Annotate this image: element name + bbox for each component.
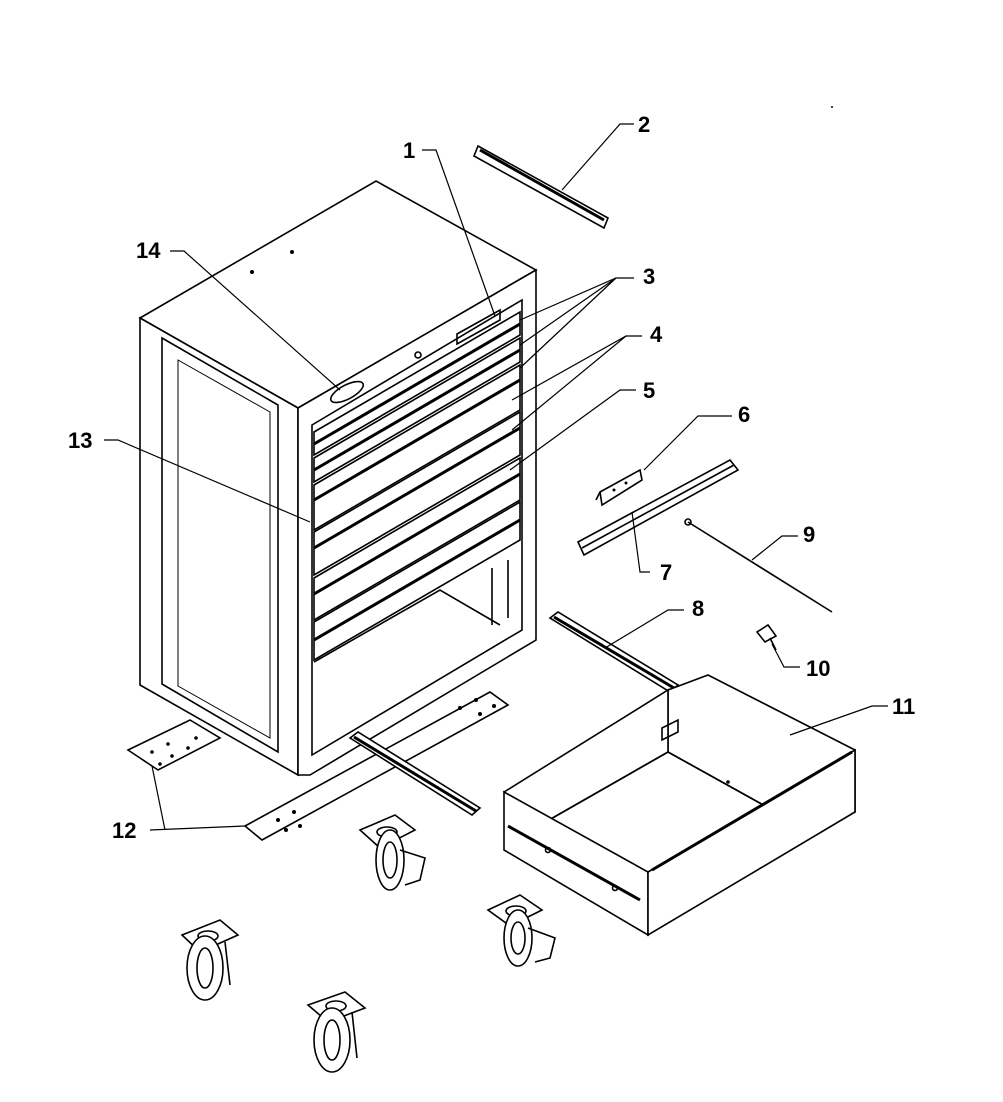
callout-4: 4 — [650, 322, 663, 347]
screw — [755, 623, 778, 651]
hole-dot — [250, 270, 254, 274]
callout-7: 7 — [660, 560, 672, 585]
top-slide-rail — [472, 144, 610, 230]
lock-rod — [684, 518, 833, 613]
handle-slot — [661, 718, 679, 742]
caster-swivel-2 — [306, 991, 367, 1073]
callout-2: 2 — [638, 112, 650, 137]
bottom-slide-rail — [348, 731, 482, 816]
caster-swivel-brake-2 — [486, 894, 556, 967]
drawer-slide-rail — [576, 458, 740, 557]
callout-13: 13 — [68, 428, 92, 453]
callout-5: 5 — [643, 378, 655, 403]
callout-11: 11 — [892, 694, 915, 719]
tool-cabinet — [138, 180, 538, 777]
side-slide-rail — [548, 611, 680, 693]
emblem-badge — [329, 380, 365, 404]
callout-1: 1 — [403, 138, 415, 163]
callout-14: 14 — [136, 238, 161, 263]
mounting-plate-left — [126, 719, 222, 771]
callout-3: 3 — [643, 264, 655, 289]
callout-9: 9 — [803, 522, 815, 547]
callout-6: 6 — [738, 402, 750, 427]
hole-dot — [290, 250, 294, 254]
callout-10: 10 — [806, 656, 830, 681]
label-plate — [456, 308, 501, 346]
caster-swivel-brake-1 — [358, 814, 426, 891]
callout-labels: 1 2 3 4 5 6 7 8 9 10 11 12 13 14 — [68, 112, 915, 843]
cabinet-drawers — [313, 310, 521, 662]
drawer — [502, 674, 856, 937]
slide-bracket — [595, 468, 643, 507]
caster-swivel-1 — [180, 919, 240, 1001]
callout-12: 12 — [112, 818, 136, 843]
mounting-plate-right — [243, 691, 510, 841]
leader-lines — [104, 123, 888, 831]
speck — [831, 106, 833, 108]
lock-icon — [414, 351, 422, 359]
callout-8: 8 — [692, 596, 704, 621]
